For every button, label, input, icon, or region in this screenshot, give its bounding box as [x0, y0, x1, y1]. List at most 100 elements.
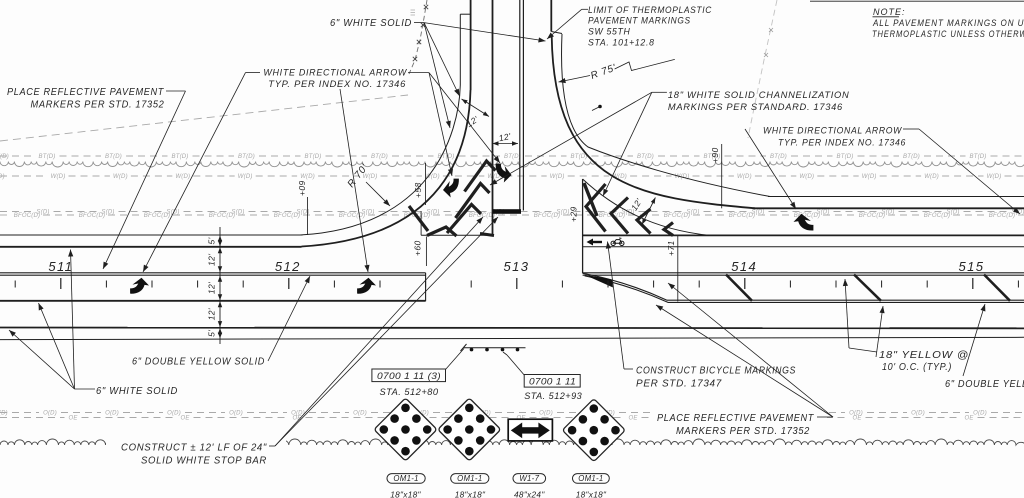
- svg-text:BT(D): BT(D): [637, 154, 654, 160]
- svg-text:WHITE DIRECTIONAL ARROW: WHITE DIRECTIONAL ARROW: [763, 126, 903, 136]
- svg-text:OE: OE: [180, 416, 190, 422]
- svg-text:W(D): W(D): [51, 174, 66, 180]
- svg-text:O(D): O(D): [0, 411, 8, 417]
- svg-text:BFOC(D): BFOC(D): [729, 213, 755, 219]
- svg-text:OE: OE: [68, 416, 78, 422]
- svg-text:5': 5': [207, 330, 217, 337]
- svg-text:511: 511: [48, 259, 73, 274]
- svg-text:12': 12': [498, 131, 512, 143]
- svg-text:6" WHITE SOLID: 6" WHITE SOLID: [96, 386, 178, 397]
- svg-text:S(D): S(D): [361, 210, 374, 216]
- svg-text:W(D): W(D): [238, 174, 253, 180]
- svg-text:PER STD. 17347: PER STD. 17347: [636, 379, 722, 390]
- svg-text:S(D): S(D): [751, 210, 764, 216]
- svg-text:SOLID WHITE STOP BAR: SOLID WHITE STOP BAR: [141, 456, 267, 467]
- svg-text:BT(D): BT(D): [504, 154, 521, 160]
- svg-text:MARKERS PER STD. 17352: MARKERS PER STD. 17352: [676, 426, 810, 437]
- svg-text:BFOC(D): BFOC(D): [274, 213, 300, 219]
- svg-text:+60: +60: [413, 240, 423, 256]
- svg-text:W(D): W(D): [862, 174, 877, 180]
- svg-text:BT(D): BT(D): [238, 154, 255, 160]
- svg-text:O(D): O(D): [539, 411, 553, 417]
- svg-text:W(D): W(D): [487, 174, 502, 180]
- svg-text:0700 1 11 (3): 0700 1 11 (3): [377, 371, 441, 382]
- svg-text:LIMIT OF THERMOPLASTIC: LIMIT OF THERMOPLASTIC: [588, 5, 712, 15]
- svg-text:BT(D): BT(D): [438, 154, 455, 160]
- svg-text:O(D): O(D): [849, 411, 863, 417]
- svg-text:18" YELLOW @: 18" YELLOW @: [879, 350, 969, 361]
- svg-text:CONSTRUCT ± 12' LF OF 24": CONSTRUCT ± 12' LF OF 24": [121, 443, 267, 454]
- svg-text:0700 1 11: 0700 1 11: [529, 377, 576, 388]
- svg-text:BT(D): BT(D): [305, 154, 322, 160]
- svg-text:W(D): W(D): [113, 174, 128, 180]
- svg-text:OE: OE: [628, 416, 638, 422]
- svg-text:+58: +58: [413, 182, 423, 198]
- svg-text:BFOC(D): BFOC(D): [469, 213, 495, 219]
- svg-text:W(D): W(D): [175, 174, 190, 180]
- svg-text:10' O.C. (TYP.): 10' O.C. (TYP.): [882, 362, 952, 373]
- svg-text:O(D): O(D): [105, 411, 119, 417]
- svg-text:S(D): S(D): [946, 210, 959, 216]
- svg-text:BT(D): BT(D): [770, 154, 787, 160]
- svg-text:O(D): O(D): [229, 411, 243, 417]
- svg-text:STA. 512+93: STA. 512+93: [524, 391, 582, 402]
- svg-text:S(D): S(D): [621, 210, 634, 216]
- svg-text:W(D): W(D): [924, 174, 939, 180]
- svg-text:18"x18": 18"x18": [390, 490, 421, 498]
- svg-text:12': 12': [207, 254, 217, 266]
- svg-text:W(D): W(D): [799, 174, 814, 180]
- svg-text:TYP. PER INDEX NO. 17346: TYP. PER INDEX NO. 17346: [268, 79, 406, 89]
- svg-text:W(D): W(D): [0, 174, 5, 180]
- svg-text:BT(D): BT(D): [903, 154, 920, 160]
- svg-text:BT(D): BT(D): [371, 154, 388, 160]
- svg-text:6" DOUBLE YELLOW SOLID: 6" DOUBLE YELLOW SOLID: [132, 357, 265, 368]
- svg-text:BFOC(D): BFOC(D): [144, 213, 170, 219]
- svg-text:W(D): W(D): [737, 174, 752, 180]
- svg-text:BFOC(D): BFOC(D): [534, 213, 560, 219]
- svg-text:BFOC(D): BFOC(D): [14, 213, 40, 219]
- svg-text:O(D): O(D): [353, 411, 367, 417]
- svg-text:PLACE REFLECTIVE PAVEMENT: PLACE REFLECTIVE PAVEMENT: [7, 87, 164, 98]
- svg-text:OM1-1: OM1-1: [393, 474, 418, 483]
- svg-text:PLACE REFLECTIVE PAVEMENT: PLACE REFLECTIVE PAVEMENT: [657, 413, 814, 424]
- svg-text:512: 512: [275, 259, 301, 274]
- svg-text:S(D): S(D): [556, 210, 569, 216]
- svg-text:W(D): W(D): [363, 174, 378, 180]
- svg-text:BFOC(D): BFOC(D): [79, 213, 105, 219]
- svg-text:BFOC(D): BFOC(D): [209, 213, 235, 219]
- svg-text:W(D): W(D): [550, 174, 565, 180]
- svg-text:THERMOPLASTIC UNLESS OTHERWISE: THERMOPLASTIC UNLESS OTHERWISE: [872, 29, 1024, 39]
- svg-text:+71: +71: [666, 240, 676, 256]
- svg-text:S(D): S(D): [686, 210, 699, 216]
- svg-text:O(D): O(D): [973, 411, 987, 417]
- svg-text:513: 513: [503, 259, 529, 274]
- svg-text:18"x18": 18"x18": [576, 490, 607, 498]
- svg-text:48"x24": 48"x24": [514, 490, 545, 498]
- svg-text:TYP. PER INDEX NO. 17346: TYP. PER INDEX NO. 17346: [778, 138, 906, 148]
- svg-text:PAVEMENT MARKINGS: PAVEMENT MARKINGS: [588, 16, 691, 26]
- svg-text:W1-7: W1-7: [519, 474, 539, 483]
- svg-text:W(D): W(D): [425, 174, 440, 180]
- svg-text:OM1-1: OM1-1: [457, 474, 482, 483]
- svg-text:OE: OE: [964, 416, 974, 422]
- svg-text:W(D): W(D): [987, 174, 1002, 180]
- svg-text:ALL PAVEMENT MARKINGS ON U.S.: ALL PAVEMENT MARKINGS ON U.S.: [872, 18, 1024, 28]
- svg-text:O(D): O(D): [167, 411, 181, 417]
- svg-text:S(D): S(D): [166, 210, 179, 216]
- svg-text:+29: +29: [569, 206, 579, 222]
- svg-text:6" DOUBLE YELLOW: 6" DOUBLE YELLOW: [945, 379, 1024, 390]
- svg-text:BT(D): BT(D): [172, 154, 189, 160]
- svg-text:S(D): S(D): [231, 210, 244, 216]
- svg-text:S(D): S(D): [881, 210, 894, 216]
- svg-text:O(D): O(D): [911, 411, 925, 417]
- svg-text:S(D): S(D): [426, 210, 439, 216]
- svg-text:18"x18": 18"x18": [455, 490, 486, 498]
- svg-text:OE: OE: [852, 416, 862, 422]
- svg-text:12': 12': [207, 308, 217, 320]
- svg-text:W(D): W(D): [300, 174, 315, 180]
- svg-text:6" WHITE SOLID: 6" WHITE SOLID: [330, 18, 412, 29]
- svg-text:BT(D): BT(D): [837, 154, 854, 160]
- svg-text:STA. 512+80: STA. 512+80: [380, 387, 439, 398]
- svg-text:+09: +09: [297, 180, 307, 196]
- svg-text:BFOC(D): BFOC(D): [664, 213, 690, 219]
